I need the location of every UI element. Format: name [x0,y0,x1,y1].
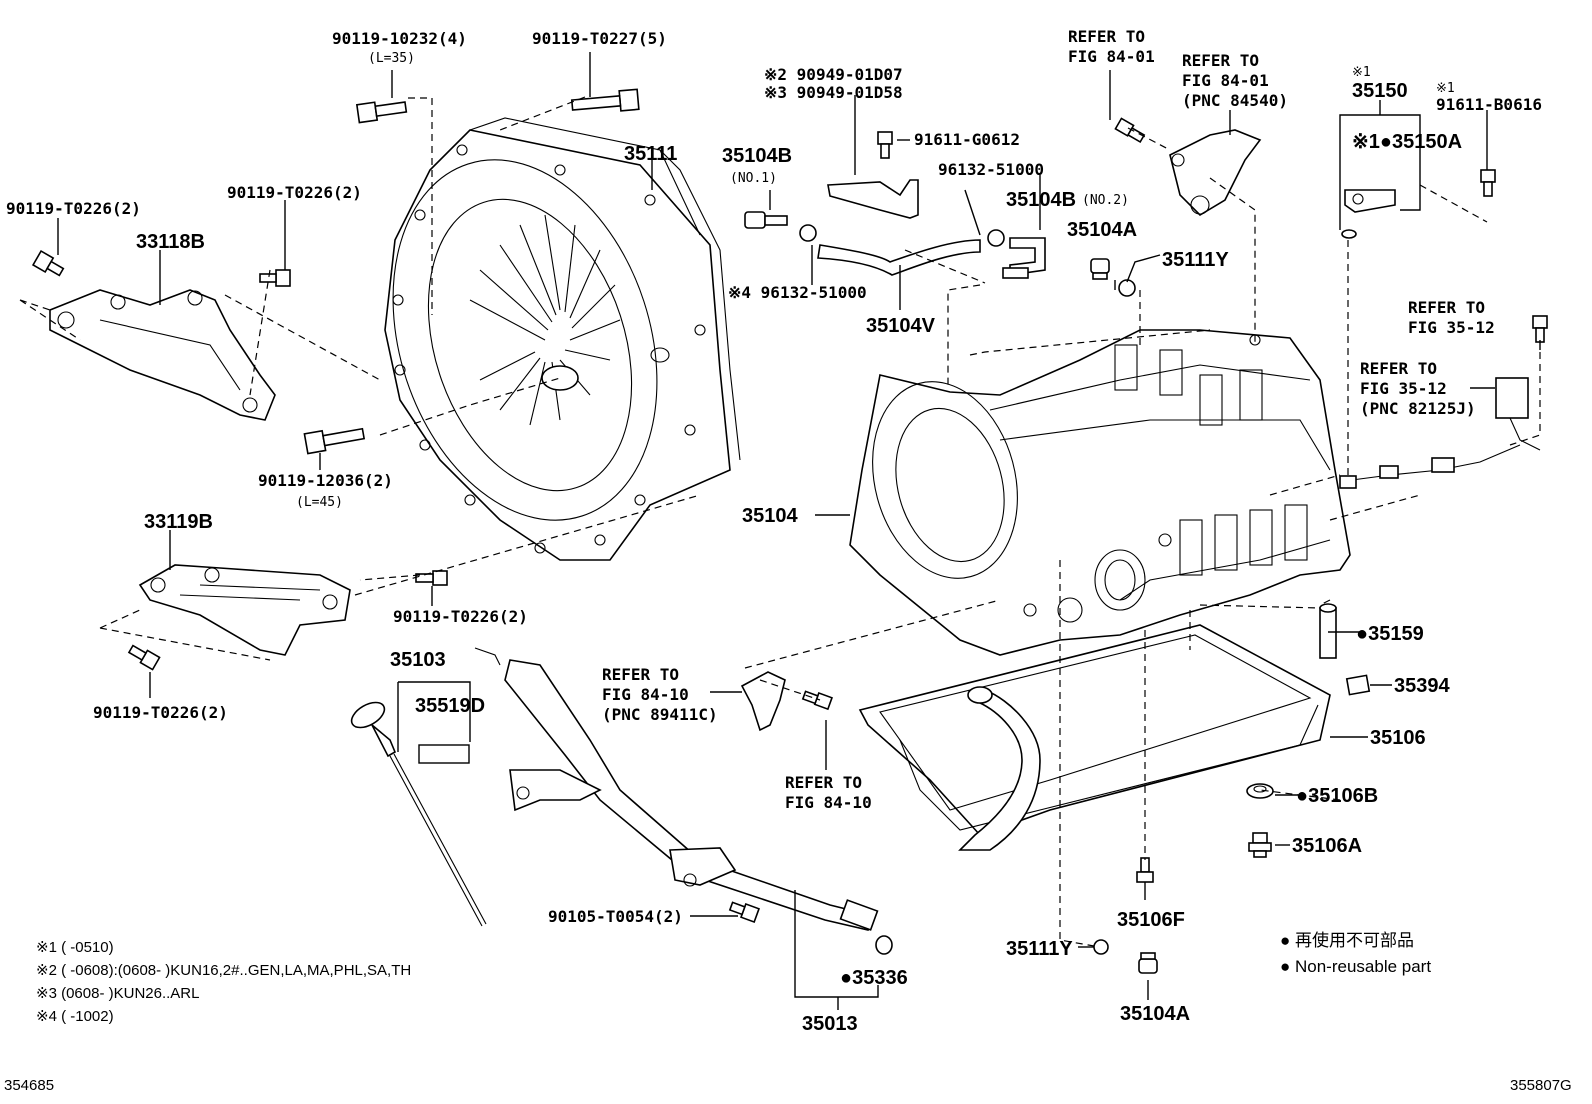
label-96132-51000: 96132-51000 [938,160,1044,179]
note-1: ※1 ( -0510) [36,939,114,956]
speed-sensor-drawing [740,671,786,732]
note-3: ※3 (0608- )KUN26..ARL [36,985,199,1002]
label-refer-8410-a3: (PNC 89411C) [602,705,718,724]
sensor-84540-drawing [1169,129,1262,217]
label-refer-8401-a2: FIG 84-01 [1068,47,1155,66]
label-refer-8401-a1: REFER TO [1068,27,1145,46]
small-parts-drawing [1093,377,1541,955]
label-35106: 35106 [1370,727,1426,749]
label-35111y-bot: 35111Y [1006,938,1073,960]
filler-tube-drawing [474,647,893,955]
transmission-case-drawing [849,329,1351,656]
label-35394: 35394 [1394,675,1450,697]
note-2: ※2 ( -0608):(0608- )KUN16,2#..GEN,LA,MA,… [36,962,411,979]
breather-plug-drawing [827,179,919,219]
bracket-33118b-drawing [49,289,276,421]
note-4: ※4 ( -1002) [36,1008,114,1025]
label-refer-8410-b1: REFER TO [785,773,862,792]
label-no2: (NO.2) [1082,193,1129,208]
label-35106f: 35106F [1117,909,1185,931]
label-90119-12036: 90119-12036(2) [258,471,393,490]
label-35159: ●35159 [1356,623,1424,645]
label-35111y-top: 35111Y [1162,249,1229,271]
label-refer-3512-b3: (PNC 82125J) [1360,399,1476,418]
label-refer-8401-b3: (PNC 84540) [1182,91,1288,110]
part-labels: 90119-10232(4) (L=35) 90119-T0227(5) 901… [6,27,1542,1035]
label-35104a-top: 35104A [1067,219,1137,241]
applicability-notes: ※1 ( -0510) ※2 ( -0608):(0608- )KUN16,2#… [36,939,411,1025]
label-refer-3512-a1: REFER TO [1408,298,1485,317]
bracket-33119b-drawing [138,564,351,656]
label-35150a: ※1●35150A [1352,131,1462,153]
label-90119-10232: 90119-10232(4) [332,29,467,48]
label-35150: 35150 [1352,80,1408,102]
label-90119-t0227: 90119-T0227(5) [532,29,667,48]
label-90119-t0226-c: 90119-T0226(2) [393,607,528,626]
label-90105-t0054: 90105-T0054(2) [548,907,683,926]
sensor-35150-drawing [1118,189,1396,297]
label-refer-8410-b2: FIG 84-10 [785,793,872,812]
label-33119b: 33119B [144,511,213,533]
legend-non-reusable-jp: ● 再使用不可部品 [1280,930,1414,950]
label-90119-t0226-d: 90119-T0226(2) [93,703,228,722]
label-35106b: ●35106B [1296,785,1378,807]
label-91611-b0616: 91611-B0616 [1436,95,1542,114]
label-mark1-35150: ※1 [1352,65,1371,80]
label-90119-t0226-b: 90119-T0226(2) [227,183,362,202]
label-no1: (NO.1) [730,171,777,186]
legend: ● 再使用不可部品 ● Non-reusable part [1280,930,1431,976]
label-mark1-91611: ※1 [1436,81,1455,96]
leader-lines [19,52,1541,1010]
footer-left-code: 354685 [4,1077,54,1094]
footer-right-code: 355807G [1510,1077,1572,1094]
bell-housing-drawing [384,117,741,561]
label-35104: 35104 [742,505,798,527]
bolts-drawing [31,88,1548,974]
label-96132-51000-4: ※4 96132-51000 [728,283,867,302]
label-35336: ●35336 [840,967,908,989]
breather-hose-drawing [744,211,1046,279]
label-refer-3512-b1: REFER TO [1360,359,1437,378]
label-35104b-1: 35104B [722,145,792,167]
label-refer-8401-b1: REFER TO [1182,51,1259,70]
label-35013: 35013 [802,1013,858,1035]
label-90949-01d58: ※3 90949-01D58 [764,83,903,102]
legend-non-reusable-en: ● Non-reusable part [1280,957,1431,976]
label-35104v: 35104V [866,315,936,337]
label-refer-3512-b2: FIG 35-12 [1360,379,1447,398]
label-35519d: 35519D [415,695,485,717]
label-35111: 35111 [624,143,677,165]
label-35104b-2: 35104B [1006,189,1076,211]
label-33118b: 33118B [136,231,205,253]
label-90949-01d07: ※2 90949-01D07 [764,65,903,84]
oil-pan-drawing [858,624,1331,851]
label-refer-8410-a2: FIG 84-10 [602,685,689,704]
label-35106a: 35106A [1292,835,1362,857]
label-refer-3512-a2: FIG 35-12 [1408,318,1495,337]
label-refer-8401-b2: FIG 84-01 [1182,71,1269,90]
label-35103: 35103 [390,649,446,671]
label-35104a-bot: 35104A [1120,1003,1190,1025]
label-l35: (L=35) [368,51,415,66]
footer: 354685 355807G [4,1077,1572,1094]
dipstick-drawing [350,701,487,927]
label-l45: (L=45) [296,495,343,510]
label-90119-t0226-a: 90119-T0226(2) [6,199,141,218]
label-refer-8410-a1: REFER TO [602,665,679,684]
label-91611-g0612: 91611-G0612 [914,130,1020,149]
